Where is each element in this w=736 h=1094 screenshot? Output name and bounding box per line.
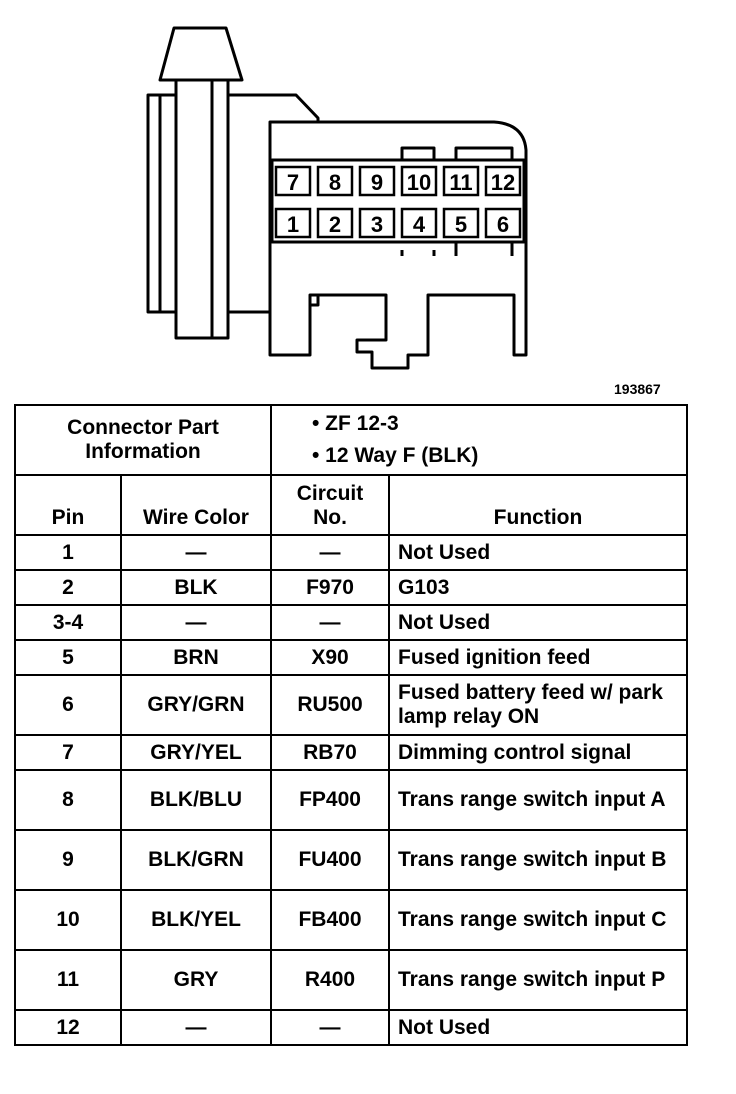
cell-pin: 1 [14, 534, 122, 571]
cell-pin: 10 [14, 889, 122, 951]
cell-circuit: — [270, 534, 390, 571]
cell-wire-color: — [120, 604, 272, 641]
part-info-values: • ZF 12-3 • 12 Way F (BLK) [269, 404, 689, 476]
cell-pin: 8 [14, 769, 122, 831]
part-info-row: Connector Part Information • ZF 12-3 • 1… [14, 404, 689, 476]
cell-circuit: R400 [270, 949, 390, 1011]
table-row: 3-4——Not Used [14, 604, 689, 641]
cell-wire-color: — [120, 1009, 272, 1046]
pin-number: 8 [329, 170, 341, 195]
cell-function: G103 [387, 569, 689, 606]
pin-number: 5 [455, 212, 467, 237]
cell-function: Trans range switch input P [387, 949, 689, 1011]
pin-cell-9: 9 [358, 165, 396, 197]
cell-circuit: — [270, 604, 390, 641]
cell-function: Not Used [387, 534, 689, 571]
pin-number: 11 [449, 170, 472, 195]
cell-circuit: X90 [270, 639, 390, 676]
header-wire-color: Wire Color [120, 474, 272, 536]
cell-wire-color: BLK/YEL [120, 889, 272, 951]
cell-pin: 2 [14, 569, 122, 606]
cell-function: Trans range switch input A [387, 769, 689, 831]
cell-wire-color: BLK/BLU [120, 769, 272, 831]
header-circuit: Circuit No. [270, 474, 390, 536]
cell-circuit: RU500 [270, 674, 390, 736]
cell-circuit: RB70 [270, 734, 390, 771]
cell-wire-color: GRY/YEL [120, 734, 272, 771]
connector-info-table: Connector Part Information • ZF 12-3 • 1… [14, 404, 689, 1046]
cell-wire-color: — [120, 534, 272, 571]
cell-pin: 12 [14, 1009, 122, 1046]
pin-number: 4 [413, 212, 426, 237]
cell-pin: 11 [14, 949, 122, 1011]
header-row: Pin Wire Color Circuit No. Function [14, 474, 689, 536]
cell-circuit: F970 [270, 569, 390, 606]
cell-function: Not Used [387, 604, 689, 641]
pin-cell-6: 6 [484, 207, 522, 239]
pin-number: 6 [497, 212, 509, 237]
cell-pin: 3-4 [14, 604, 122, 641]
pin-cell-7: 7 [274, 165, 312, 197]
pin-number: 7 [287, 170, 299, 195]
header-function: Function [387, 474, 689, 536]
table-row: 1——Not Used [14, 534, 689, 571]
cell-wire-color: BRN [120, 639, 272, 676]
pin-number: 3 [371, 212, 383, 237]
pin-number: 2 [329, 212, 341, 237]
cell-pin: 6 [14, 674, 122, 736]
cell-function: Trans range switch input B [387, 829, 689, 891]
cell-wire-color: GRY/GRN [120, 674, 272, 736]
pin-cell-3: 3 [358, 207, 396, 239]
pin-number: 12 [491, 170, 515, 195]
pin-cell-10: 10 [400, 165, 438, 197]
pin-cell-4: 4 [400, 207, 438, 239]
pin-cell-2: 2 [316, 207, 354, 239]
part-info-item: • 12 Way F (BLK) [312, 444, 479, 467]
connector-latch-arm [174, 78, 230, 340]
pin-cell-5: 5 [442, 207, 480, 239]
pin-cell-8: 8 [316, 165, 354, 197]
pin-number: 1 [287, 212, 299, 237]
pin-number: 9 [371, 170, 383, 195]
cell-pin: 5 [14, 639, 122, 676]
cell-wire-color: BLK/GRN [120, 829, 272, 891]
pin-cell-11: 11 [442, 165, 480, 197]
cell-circuit: FU400 [270, 829, 390, 891]
cell-function: Fused battery feed w/ park lamp relay ON [387, 674, 689, 736]
figure-ref: 193867 [614, 381, 661, 397]
cell-pin: 7 [14, 734, 122, 771]
cell-circuit: FP400 [270, 769, 390, 831]
cell-wire-color: BLK [120, 569, 272, 606]
cell-function: Fused ignition feed [387, 639, 689, 676]
cell-function: Not Used [387, 1009, 689, 1046]
cell-circuit: FB400 [270, 889, 390, 951]
pin-number: 10 [407, 170, 431, 195]
table-row: 12——Not Used [14, 1009, 689, 1046]
connector-latch [158, 26, 244, 82]
cell-function: Trans range switch input C [387, 889, 689, 951]
header-pin: Pin [14, 474, 122, 536]
cell-wire-color: GRY [120, 949, 272, 1011]
pin-cell-1: 1 [274, 207, 312, 239]
cell-pin: 9 [14, 829, 122, 891]
cell-function: Dimming control signal [387, 734, 689, 771]
cell-circuit: — [270, 1009, 390, 1046]
pin-cavity-block [270, 158, 526, 244]
part-info-item: • ZF 12-3 [312, 412, 399, 435]
pin-cell-12: 12 [484, 165, 522, 197]
part-info-label: Connector Part Information [14, 404, 272, 476]
